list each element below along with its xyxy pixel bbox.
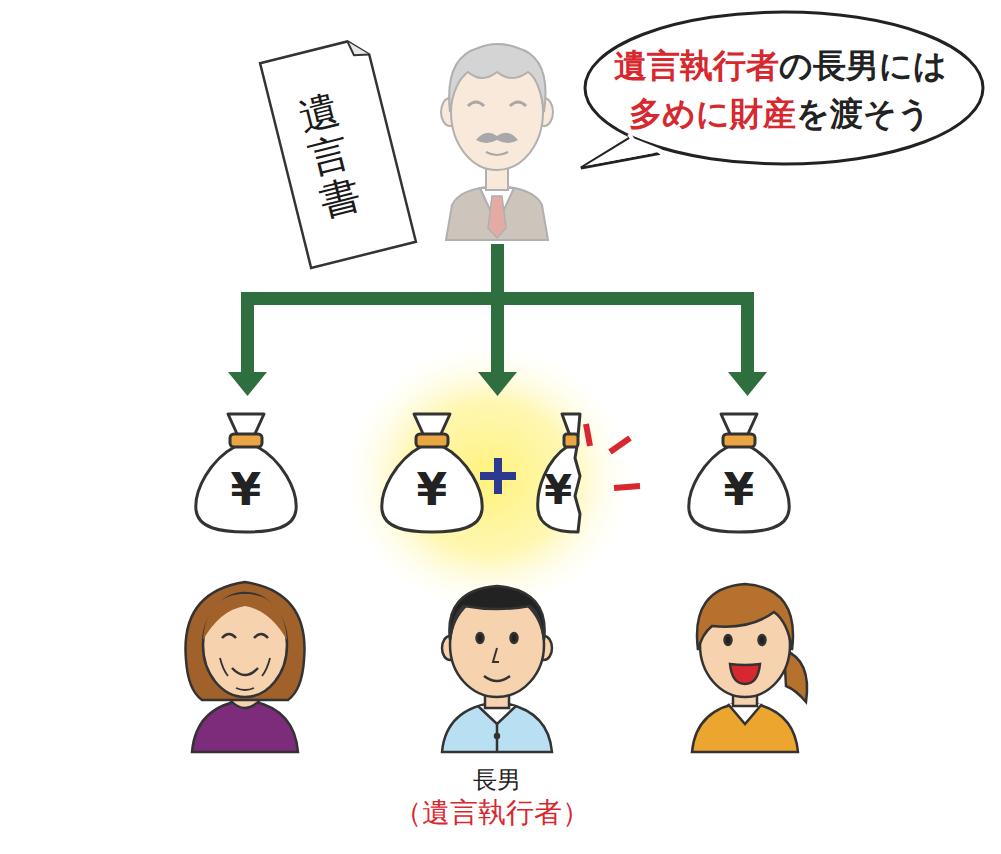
money-bag: ¥ <box>376 410 488 535</box>
emphasis-marks <box>586 424 640 488</box>
text-block: 遺言執行者の長男には多めに財産を渡そう <box>614 42 947 138</box>
text-block: ¥ <box>724 468 755 512</box>
wife-figure <box>185 582 304 752</box>
grandfather-figure <box>441 44 553 240</box>
speech-text: の長男には <box>779 46 947 85</box>
half-money-bag: ¥ <box>534 410 592 535</box>
bag-outline <box>196 414 296 532</box>
bag-outline <box>382 414 482 532</box>
paper-outline <box>260 37 416 268</box>
bag-outline <box>689 414 789 532</box>
role-label: （遺言執行者） <box>394 794 590 832</box>
daughter-figure <box>692 584 807 752</box>
speech-text: 遺言執行者 <box>614 46 779 85</box>
yen-sign: ¥ <box>417 468 448 512</box>
text-block: ¥ <box>417 468 448 512</box>
speech-bubble-shape <box>573 8 987 172</box>
speech-text: 多めに財産 <box>629 94 796 133</box>
text-block: ¥ <box>544 470 572 510</box>
money-bag: ¥ <box>190 410 302 535</box>
bubble-line: 遺言執行者の長男には <box>614 42 947 90</box>
yen-sign: ¥ <box>544 470 572 510</box>
money-bag: ¥ <box>683 410 795 535</box>
person-name: 長男 <box>473 764 521 796</box>
yen-sign: ¥ <box>724 468 755 512</box>
eldest-son-figure <box>442 586 552 752</box>
plus-sign <box>480 458 516 494</box>
bubble-outline <box>581 12 983 168</box>
yen-sign: ¥ <box>231 468 262 512</box>
speech-bubble: 遺言執行者の長男には多めに財産を渡そう <box>573 8 987 172</box>
highlight-glow <box>338 338 638 618</box>
bag-outline <box>538 414 580 532</box>
will-document: 遺言書 <box>258 35 419 271</box>
distribution-arrows <box>228 244 767 396</box>
text-block: ¥ <box>231 468 262 512</box>
paper-fold <box>347 37 369 59</box>
bubble-line: 多めに財産を渡そう <box>614 90 947 138</box>
speech-text: を渡そう <box>796 94 931 133</box>
